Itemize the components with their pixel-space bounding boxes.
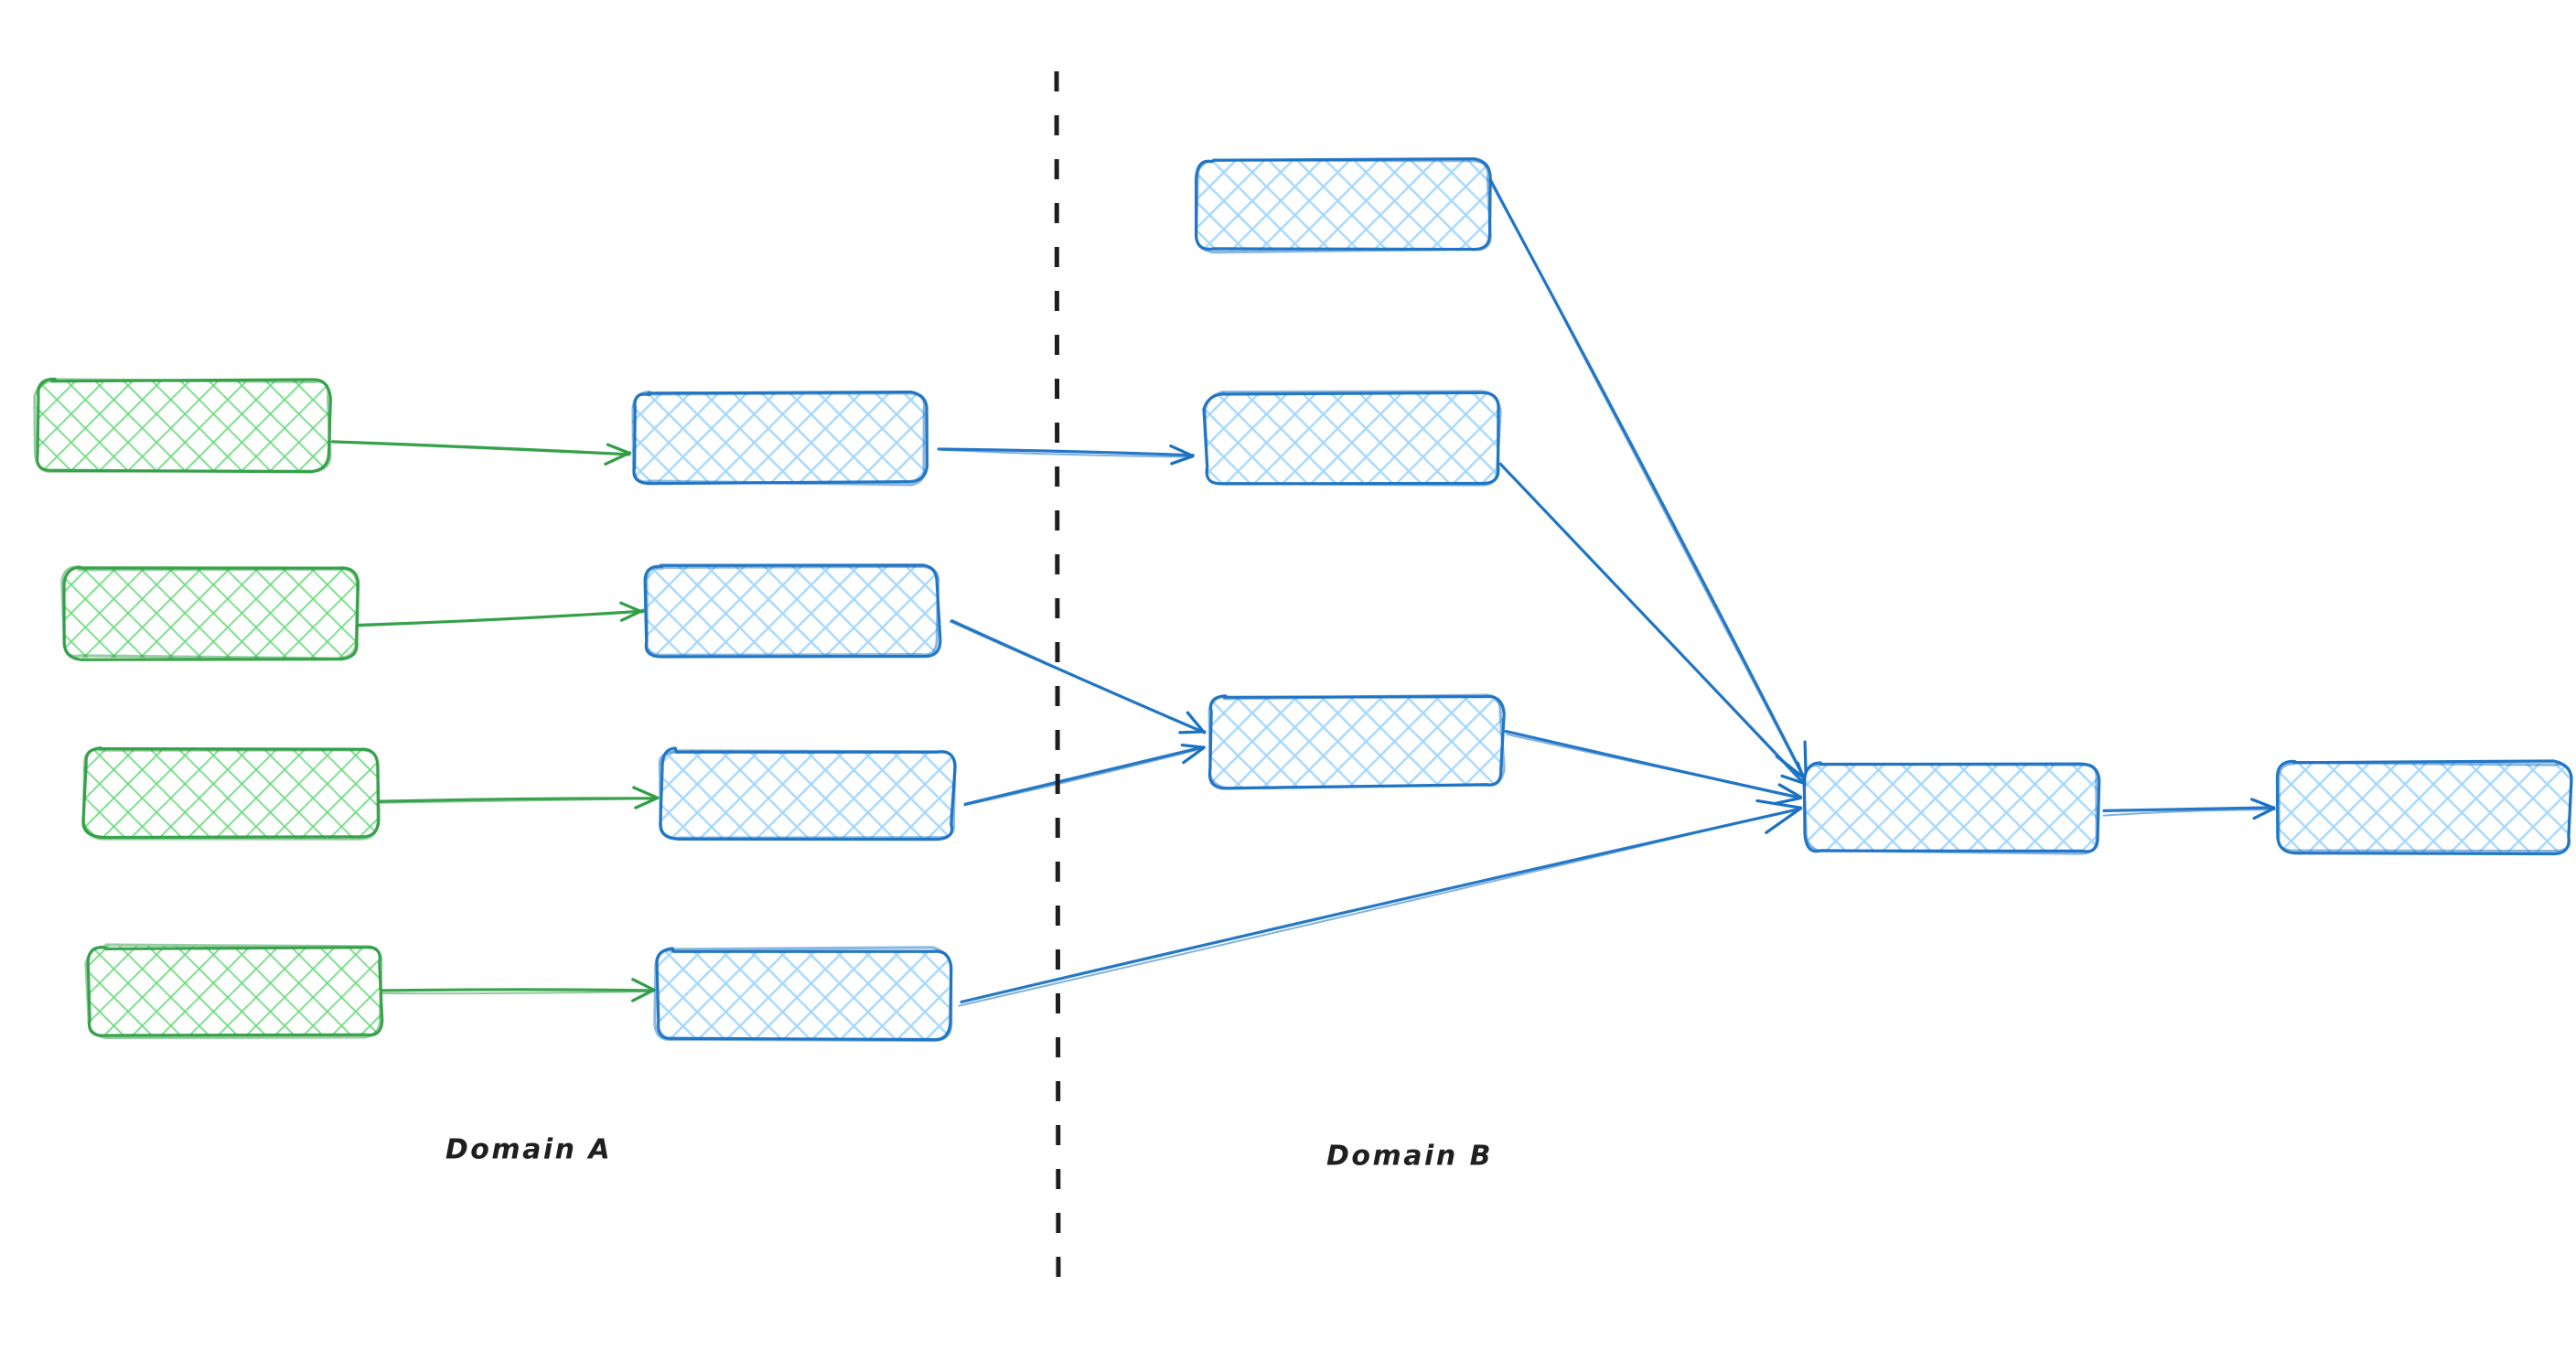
node-a-src-1[interactable] [33,377,332,474]
node-a-proc-2[interactable] [643,563,942,659]
edge-e8-a-proc-4-to-b-hub [958,799,1803,1007]
node-b-proc-1[interactable] [1194,157,1492,254]
edge-e10-b-proc-2-to-b-hub [1498,462,1809,788]
node-a-src-4[interactable] [84,943,384,1040]
edge-e12-b-hub-to-b-output [2102,798,2276,820]
node-layer [33,157,2573,1043]
node-b-output[interactable] [2275,759,2573,856]
edge-e9-b-proc-1-to-b-hub [1487,177,1809,782]
edge-e1-a-src-1-to-a-proc-1 [330,440,632,466]
node-b-hub[interactable] [1802,761,2101,855]
edge-e3-a-src-3-to-a-proc-3 [379,786,660,809]
label-domain-a: Domain A [445,1134,612,1166]
edge-e7-a-proc-3-to-b-proc-3 [963,743,1206,807]
divider-layer [1054,70,1061,1300]
edge-e6-a-proc-2-to-b-proc-3 [949,619,1207,734]
node-a-src-3[interactable] [81,746,381,841]
edge-e4-a-src-4-to-a-proc-4 [379,978,656,1002]
node-a-proc-3[interactable] [658,746,957,841]
node-a-proc-1[interactable] [631,390,929,487]
label-layer: Domain A Domain B [445,1134,1493,1173]
edge-e5-a-proc-1-to-b-proc-2 [937,444,1195,466]
domain-divider [1054,70,1061,1300]
label-domain-b: Domain B [1326,1141,1493,1173]
node-a-src-2[interactable] [60,565,360,661]
node-b-proc-2[interactable] [1202,390,1502,487]
edge-e2-a-src-2-to-a-proc-2 [355,601,645,627]
edge-e11-b-proc-3-to-b-hub [1504,729,1803,805]
node-a-proc-4[interactable] [653,946,953,1043]
node-b-proc-3[interactable] [1208,693,1506,790]
edge-layer [330,177,2276,1007]
